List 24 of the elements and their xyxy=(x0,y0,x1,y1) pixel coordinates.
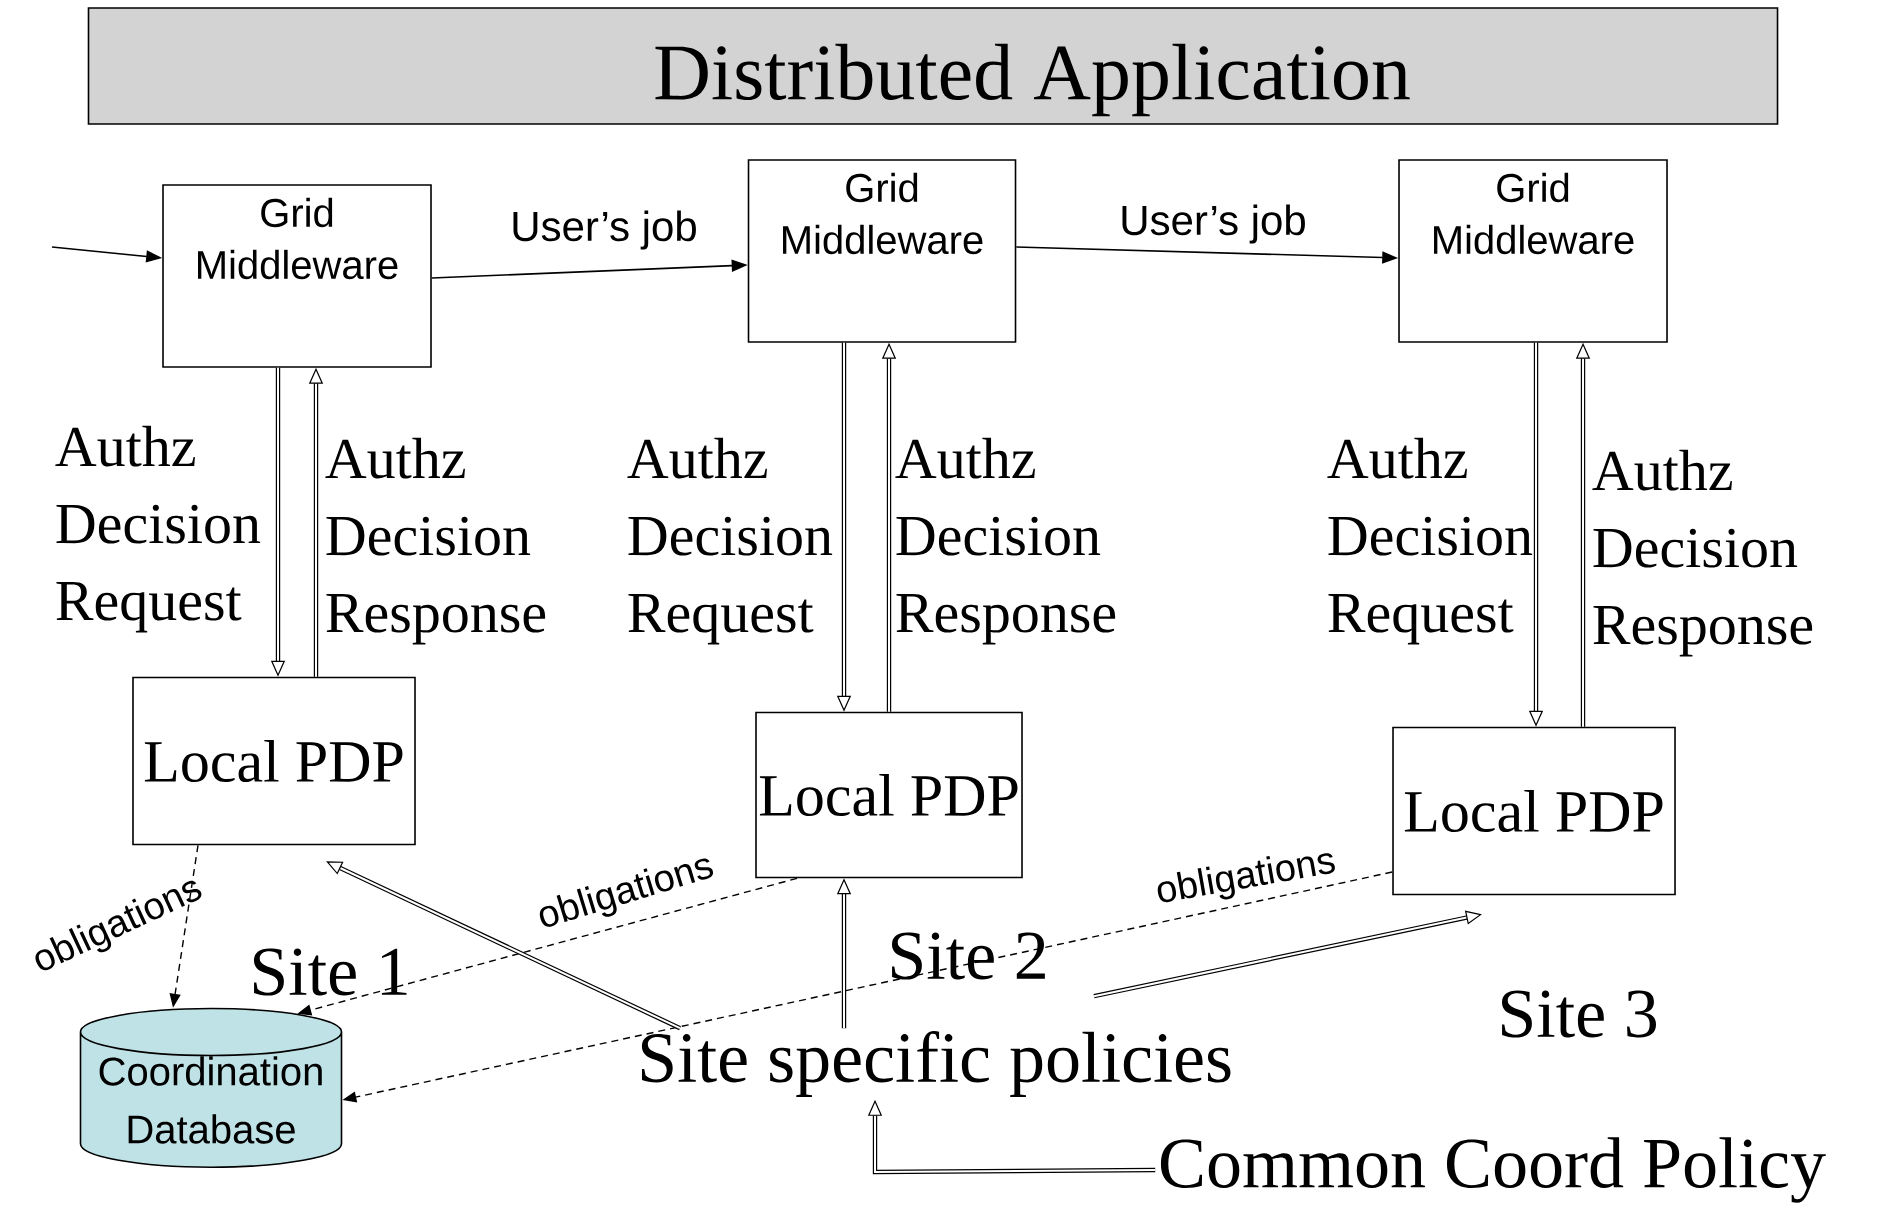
site-label: Site 1 xyxy=(254,948,407,996)
edge-label: Authz Decision Response xyxy=(1592,449,1813,657)
pdp-box: Local PDP xyxy=(132,676,416,846)
site-label: Site 3 xyxy=(1502,990,1656,1038)
edge-label: Authz Decision Request xyxy=(55,425,261,633)
arrow xyxy=(1093,910,1482,999)
policy-text: Common Coord Policy xyxy=(1160,1137,1826,1203)
edge-label: Authz Decision Response xyxy=(895,437,1116,645)
database-cylinder: Coordination Database xyxy=(79,1007,343,1168)
middleware-box: Grid Middleware xyxy=(1398,159,1668,343)
edge-label: obligations xyxy=(1157,853,1335,903)
site-label: Site 2 xyxy=(892,932,1045,980)
banner-box: Distributed Application xyxy=(87,7,1779,125)
edge-label: Authz Decision Request xyxy=(627,437,833,645)
edge-label: Authz Decision Response xyxy=(325,437,546,645)
edge-label: User’s job xyxy=(513,210,696,250)
edge-label: User’s job xyxy=(1122,204,1305,244)
pdp-box: Local PDP xyxy=(755,711,1023,879)
pdp-box: Local PDP xyxy=(1392,726,1676,896)
arrow xyxy=(326,861,681,1031)
middleware-box: Grid Middleware xyxy=(747,159,1017,343)
policy-text: Site specific policies xyxy=(641,1031,1231,1097)
edge-label: Authz Decision Request xyxy=(1327,437,1533,645)
middleware-box: Grid Middleware xyxy=(162,184,432,368)
